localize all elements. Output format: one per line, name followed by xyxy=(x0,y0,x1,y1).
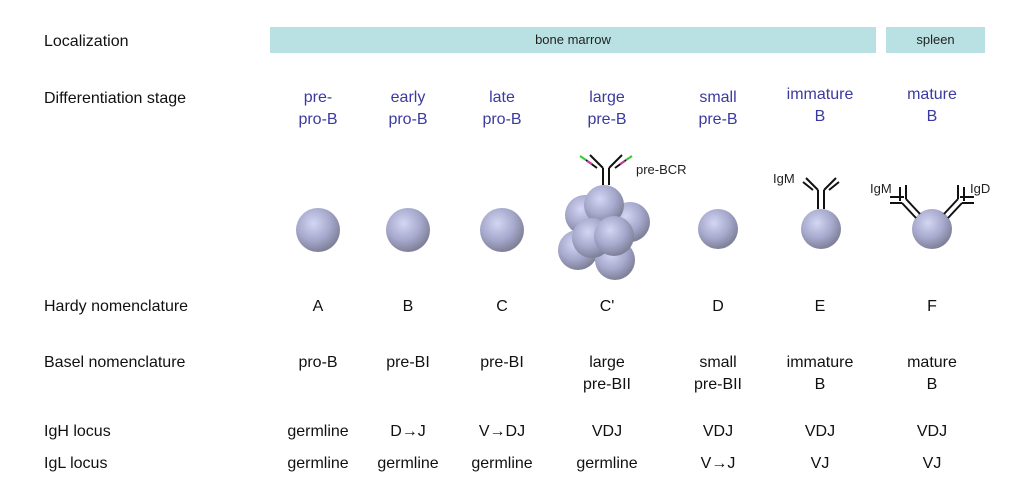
igh-status: VDJ xyxy=(916,423,948,440)
igl-status: VJ xyxy=(810,455,830,472)
hardy-fraction: D xyxy=(712,298,724,315)
row-label-stage: Differentiation stage xyxy=(44,90,187,107)
row-label-hardy: Hardy nomenclature xyxy=(44,298,189,315)
hardy-fraction: A xyxy=(312,298,324,315)
hardy-fraction: C xyxy=(496,298,508,315)
cell-small-pre-b xyxy=(698,209,738,249)
row-label-igl: IgL locus xyxy=(44,455,108,472)
igd-label: IgD xyxy=(970,181,991,196)
hardy-fraction: B xyxy=(402,298,414,315)
hardy-fraction: F xyxy=(927,298,937,315)
basel-name: pre-BI xyxy=(480,354,524,371)
basel-name: pre-BI xyxy=(386,354,430,371)
igl-status: germline xyxy=(287,455,349,472)
igh-status: VDJ xyxy=(591,423,623,440)
igm-antibody-icon xyxy=(802,177,840,209)
spleen-bar: spleen xyxy=(886,27,985,53)
igl-status: germline xyxy=(377,455,439,472)
cell-late-pro-b xyxy=(480,208,524,252)
igh-status: VDJ xyxy=(702,423,734,440)
igm-mature-label: IgM xyxy=(870,181,892,196)
cell-pre-pro-b xyxy=(296,208,340,252)
pre-bcr-icon xyxy=(579,154,633,185)
bone-marrow-bar: bone marrow xyxy=(270,27,876,53)
cell-cluster-large-pre-b xyxy=(558,185,650,280)
row-label-basel: Basel nomenclature xyxy=(44,354,186,371)
igl-status: VJ xyxy=(922,455,942,472)
igm-igd-antibody-icon xyxy=(890,185,974,219)
igm-label: IgM xyxy=(773,171,795,186)
pre-bcr-label: pre-BCR xyxy=(636,162,687,177)
cell-immature-b xyxy=(801,209,841,249)
igl-status: germline xyxy=(576,455,638,472)
basel-name: pro-B xyxy=(298,354,338,371)
hardy-fraction: C' xyxy=(599,298,615,315)
cell-mature-b xyxy=(912,209,952,249)
stage-name: pre-pro-B xyxy=(298,89,338,128)
igh-status: V→DJ xyxy=(478,423,526,440)
cell-early-pro-b xyxy=(386,208,430,252)
row-label-igh: IgH locus xyxy=(44,423,111,440)
hardy-fraction: E xyxy=(814,298,826,315)
igl-status: germline xyxy=(471,455,533,472)
igh-status: VDJ xyxy=(804,423,836,440)
igh-status: D→J xyxy=(390,423,426,440)
igh-status: germline xyxy=(287,423,349,440)
igl-status: V→J xyxy=(700,455,736,472)
row-label-localization: Localization xyxy=(44,33,129,50)
